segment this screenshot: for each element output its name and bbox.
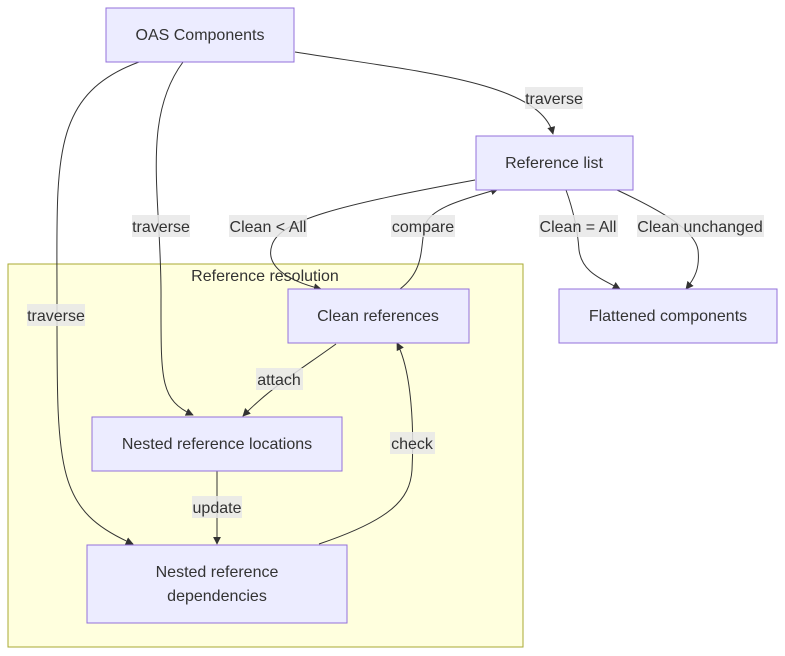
edge-oas-locations xyxy=(155,61,194,416)
edge-label-oas-deps: traverse xyxy=(27,304,85,326)
svg-text:Clean = All: Clean = All xyxy=(540,219,617,236)
edge-label-locations-deps: update xyxy=(192,496,242,518)
edge-label-reflist-flattened-unchanged: Clean unchanged xyxy=(637,215,764,237)
cluster-title: Reference resolution xyxy=(191,268,339,285)
svg-text:Nested reference: Nested reference xyxy=(156,564,279,581)
svg-text:OAS Components: OAS Components xyxy=(136,27,265,44)
svg-text:Reference list: Reference list xyxy=(505,155,603,172)
edge-label-reflist-flattened-all: Clean = All xyxy=(539,215,618,237)
edge-label-oas-reflist: traverse xyxy=(525,87,583,109)
svg-text:Clean < All: Clean < All xyxy=(230,219,307,236)
svg-text:attach: attach xyxy=(257,372,301,389)
svg-text:Flattened components: Flattened components xyxy=(589,308,747,325)
node-flattened-components: Flattened components xyxy=(558,288,778,344)
edge-oas-deps xyxy=(56,61,140,545)
node-nested-reference-dependencies: Nested reference dependencies xyxy=(86,544,348,624)
svg-text:Clean unchanged: Clean unchanged xyxy=(637,219,762,236)
svg-text:Nested reference locations: Nested reference locations xyxy=(122,436,312,453)
svg-text:traverse: traverse xyxy=(27,308,85,325)
node-nested-reference-locations: Nested reference locations xyxy=(91,416,343,472)
edge-label-clean-reflist: compare xyxy=(391,215,455,237)
edge-label-reflist-clean: Clean < All xyxy=(229,215,307,237)
edge-deps-clean xyxy=(318,342,414,545)
svg-text:traverse: traverse xyxy=(132,219,190,236)
node-reference-list: Reference list xyxy=(475,135,634,191)
edge-label-oas-locations: traverse xyxy=(132,215,190,237)
edge-oas-reflist xyxy=(294,51,556,135)
svg-text:compare: compare xyxy=(392,219,454,236)
node-oas-components: OAS Components xyxy=(105,7,295,63)
svg-text:dependencies: dependencies xyxy=(167,588,267,605)
edge-reflist-flattened-unchanged xyxy=(616,189,699,290)
node-clean-references: Clean references xyxy=(287,288,470,344)
edge-label-deps-clean: check xyxy=(390,432,435,454)
svg-text:traverse: traverse xyxy=(525,91,583,108)
svg-text:check: check xyxy=(391,436,434,453)
svg-text:Clean references: Clean references xyxy=(317,308,439,325)
edge-reflist-flattened-all xyxy=(565,189,621,290)
edge-label-clean-locations: attach xyxy=(256,368,303,390)
svg-text:update: update xyxy=(193,500,242,517)
